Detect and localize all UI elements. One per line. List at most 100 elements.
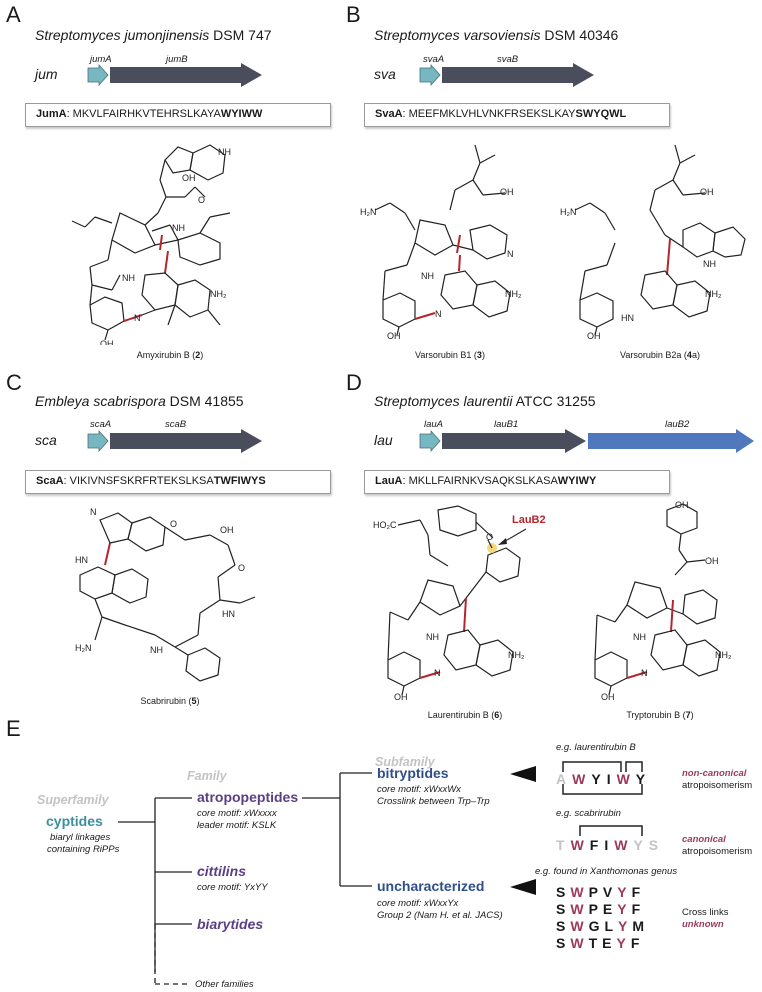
svg-text:NH: NH [633, 632, 646, 642]
node-atropopeptides: atropopeptides [197, 789, 299, 805]
gene-cluster-c [87, 429, 262, 453]
svg-text:NH₂: NH₂ [508, 650, 525, 660]
panel-letter-c: C [6, 370, 22, 395]
structure-varsorubin-b2a: H₂N OH NH NH₂ OH HN [560, 144, 746, 340]
sequence-box-d: LauA: MKLLFAIRNKVSAQKSLKASAWYIWY [364, 470, 670, 494]
svg-text:N: N [507, 249, 514, 259]
svg-text:OH: OH [700, 187, 714, 197]
gene-label-jumA: jumA [90, 54, 112, 65]
svg-text:N: N [435, 309, 442, 319]
motif2-residue-6: Y [633, 837, 643, 853]
motif2-residue-4: I [604, 837, 609, 853]
panel-letter-b: B [346, 2, 361, 27]
gene-label-svaB: svaB [497, 54, 519, 65]
uncharacterized-group: Group 2 (Nam H. et al. JACS) [377, 910, 503, 921]
svg-text:H₂N: H₂N [560, 207, 577, 217]
pointer-triangle-uncharacterized [510, 879, 536, 895]
iso1-label: atropoisomerism [682, 780, 753, 791]
structure-varsorubin-b1: H₂N OH N NH₂ OH NH N [360, 144, 522, 340]
caption-amyxirubin-b: Amyxirubin B (2) [136, 350, 204, 360]
caption-varsorubin-b1: Varsorubin B1 (3) [415, 350, 485, 360]
cyptides-desc-2: containing RiPPs [47, 844, 120, 855]
sequence-box-b: SvaA: MEEFMKLVHLVNKFRSEKSLKAYSWYQWL [364, 103, 670, 127]
node-other-families: Other families [195, 979, 254, 990]
node-biarytides: biarytides [197, 916, 264, 932]
svg-text:NH: NH [150, 645, 163, 655]
cluster-d: lau [374, 432, 393, 448]
gene-cluster-b [419, 63, 594, 87]
caption-tryptorubin-b: Tryptorubin B (7) [626, 710, 694, 720]
caption-varsorubin-b2a: Varsorubin B2a (4a) [620, 350, 700, 360]
example-xanthomonas: e.g. found in Xanthomonas genus [535, 866, 678, 877]
sequence-box-c: ScaA: VIKIVNSFSKRFRTEKSLKSATWFIWYS [25, 470, 331, 494]
svg-text:N: N [434, 668, 441, 678]
gene-arrow-lauB2 [588, 429, 754, 453]
motif1-residue-3: Y [591, 771, 601, 787]
svg-text:H₂N: H₂N [360, 207, 377, 217]
cluster-c: sca [35, 432, 57, 448]
classification-tree-lines [118, 772, 372, 985]
svg-text:N: N [134, 313, 141, 323]
svg-text:OH: OH [675, 500, 689, 510]
organism-d: Streptomyces laurentii ATCC 31255 [374, 393, 596, 409]
sequence-box-a: JumA: MKVLFAIRHKVTEHRSLKAYAWYIWW [25, 103, 331, 127]
gene-label-lauB1: lauB1 [494, 419, 519, 430]
cross-label: Cross links [682, 907, 729, 918]
svg-text:N: N [641, 668, 648, 678]
svg-text:HN: HN [75, 555, 88, 565]
svg-text:NH₂: NH₂ [505, 289, 522, 299]
cluster-b: sva [374, 66, 396, 82]
enzyme-label-laub2: LauB2 [512, 514, 546, 526]
gene-label-scaA: scaA [90, 419, 112, 430]
iso1-type: non-canonical [682, 768, 747, 779]
svg-text:OH: OH [394, 692, 408, 702]
gene-arrow-jumA [87, 63, 109, 87]
svg-text:OH: OH [220, 525, 234, 535]
node-cittilins: cittilins [197, 863, 247, 879]
gene-cluster-a [87, 63, 262, 87]
iso2-label: atropoisomerism [682, 846, 753, 857]
level-family: Family [187, 769, 227, 783]
iso2-type: canonical [682, 834, 726, 845]
bitryptides-core-motif: core motif: xWxxWx [377, 784, 461, 795]
gene-arrow-lauA [419, 429, 441, 453]
node-cyptides: cyptides [46, 813, 103, 829]
panel-letter-d: D [346, 370, 362, 395]
svg-text:NH₂: NH₂ [705, 289, 722, 299]
organism-a-strain: DSM 747 [209, 27, 272, 43]
crosslink-brackets [562, 761, 643, 836]
svg-text:OH: OH [500, 187, 514, 197]
gene-label-jumB: jumB [166, 54, 188, 65]
gene-label-scaB: scaB [165, 419, 187, 430]
organism-b-strain: DSM 40346 [540, 27, 619, 43]
motif1-residue-6: Y [635, 771, 646, 787]
svg-text:NH: NH [122, 273, 135, 283]
svg-text:N: N [90, 507, 97, 517]
structure-amyxirubin-b: NH OH O NH NH₂ OH NH N [71, 144, 231, 345]
node-bitryptides: bitryptides [377, 765, 449, 781]
motif1-residue-5: W [616, 771, 630, 787]
bitryptides-crosslink: Crosslink between Trp–Trp [377, 796, 490, 807]
organism-d-species: Streptomyces laurentii [374, 393, 513, 409]
gene-label-svaA: svaA [423, 54, 445, 65]
organism-a: Streptomyces jumonjinensis DSM 747 [35, 27, 272, 43]
cittilins-core-motif: core motif: YxYY [197, 882, 268, 893]
organism-d-strain: ATCC 31255 [512, 393, 596, 409]
panel-letter-e: E [6, 716, 21, 741]
svg-text:NH: NH [172, 223, 185, 233]
motif2-residue-2: W [570, 837, 584, 853]
svg-text:HN: HN [621, 313, 634, 323]
svg-text:NH: NH [426, 632, 439, 642]
motif1-residue-2: W [572, 771, 586, 787]
caption-laurentirubin-b: Laurentirubin B (6) [427, 710, 503, 720]
atropopeptides-leader-motif: leader motif: KSLK [197, 820, 277, 831]
motif2-residue-1: T [556, 837, 565, 853]
svg-text:OH: OH [705, 556, 719, 566]
svg-text:HO₂C: HO₂C [373, 520, 397, 530]
